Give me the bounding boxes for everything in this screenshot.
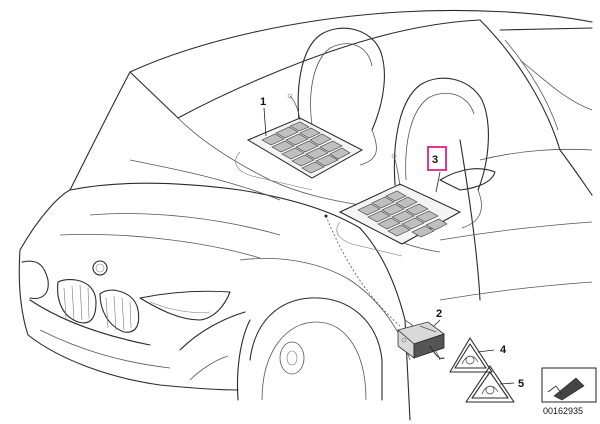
callout-2: 2	[436, 308, 442, 320]
warning-label-4	[449, 337, 493, 373]
arrow-icon	[553, 377, 585, 401]
anchor-dot	[324, 214, 328, 218]
callout-1: 1	[260, 96, 266, 108]
warning-label-5	[465, 365, 515, 403]
callout-4: 4	[500, 344, 507, 356]
diagram-code: 00162935	[543, 406, 583, 416]
callout-3-highlight-box	[427, 146, 447, 171]
heater-cells-passenger	[357, 190, 448, 238]
passenger-seat	[359, 77, 489, 253]
control-unit-module	[397, 321, 445, 360]
seat-heater-mat-driver	[235, 93, 364, 191]
driver-seat	[297, 27, 385, 166]
diagram-code-box: 00162935	[541, 367, 597, 416]
heater-cells-driver	[261, 121, 351, 174]
callout-3: 3	[432, 154, 438, 166]
car-body-outline	[18, 9, 593, 421]
seat-heater-mat-passenger	[336, 153, 462, 257]
leader-lines	[263, 107, 515, 385]
callout-5: 5	[518, 378, 524, 390]
